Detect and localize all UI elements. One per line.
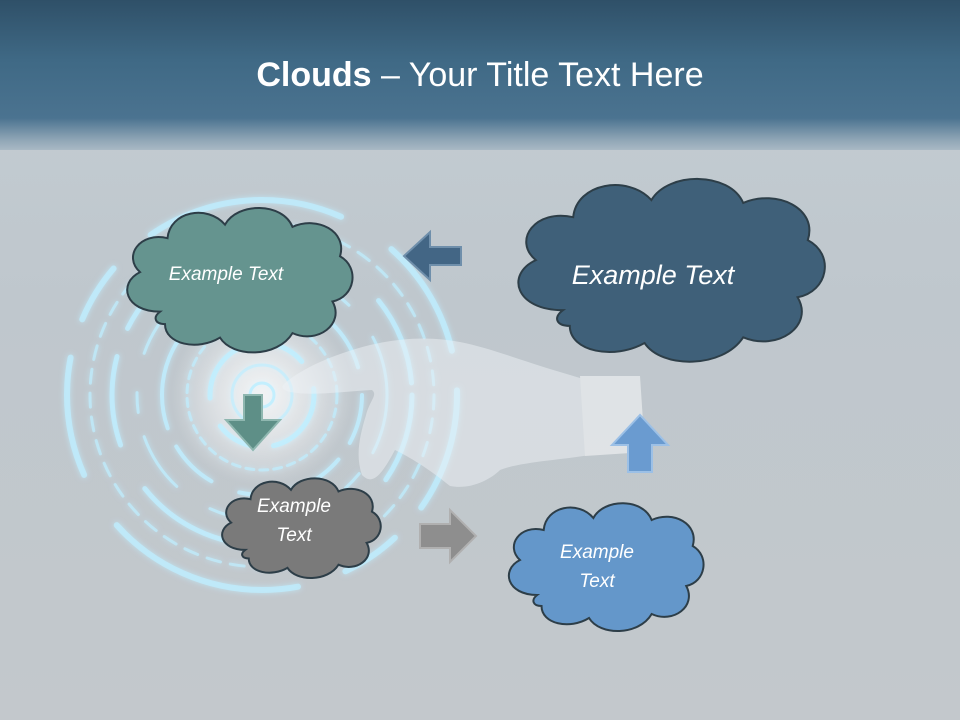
cloud-bottom-right (509, 503, 704, 631)
cloud-bottom-right-line1: Example (560, 542, 634, 563)
cloud-bottom-right-line2: Text (579, 571, 615, 592)
cloud-mid-left-text: Example Text (232, 490, 356, 552)
cloud-top-left-text: Example Text (168, 264, 284, 285)
cloud-top-left (0, 0, 353, 352)
cloud-bottom-right-text: Example Text (535, 536, 659, 598)
arrow-up-icon (609, 413, 671, 473)
arrow-left-icon (402, 229, 462, 283)
slide-title: Clouds – Your Title Text Here (0, 52, 960, 98)
cloud-mid-left-line1: Example (257, 496, 331, 517)
cloud-mid-left (222, 478, 381, 578)
title-dash: – (371, 56, 409, 94)
title-rest: Your Title Text Here (408, 56, 704, 94)
cloud-mid-left-line2: Text (276, 525, 312, 546)
cloud-top-right (518, 179, 824, 362)
arrow-down-icon (223, 394, 283, 452)
title-band (0, 0, 960, 150)
cloud-top-right-text: Example Text (571, 259, 735, 290)
title-bold: Clouds (256, 56, 372, 94)
arrow-right-icon (419, 507, 478, 565)
